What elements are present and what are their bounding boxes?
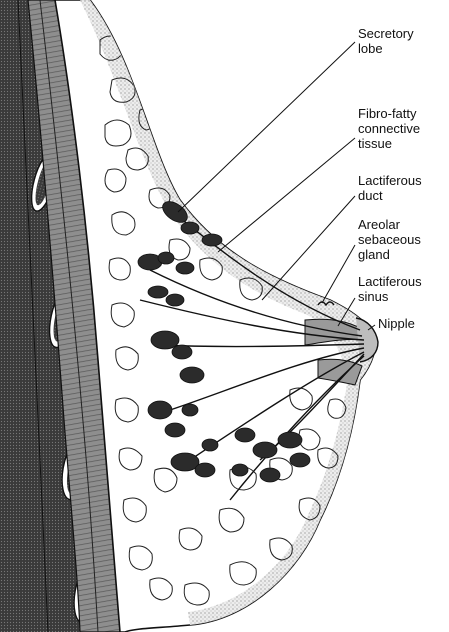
leader-fibro-fatty — [218, 138, 355, 252]
leader-lactiferous-duct — [262, 196, 355, 300]
label-lactiferous-duct: Lactiferous duct — [358, 173, 425, 203]
leader-areolar-gland — [322, 245, 355, 303]
label-lactiferous-sinus: Lactiferous sinus — [358, 274, 425, 304]
label-secretory-lobe: Secretory lobe — [358, 26, 417, 56]
leader-secretory-lobe — [178, 42, 355, 212]
label-fibro-fatty-connective-tissue: Fibro-fatty connective tissue — [358, 106, 424, 151]
label-areolar-sebaceous-gland: Areolar sebaceous gland — [358, 217, 425, 262]
label-nipple: Nipple — [378, 316, 415, 331]
